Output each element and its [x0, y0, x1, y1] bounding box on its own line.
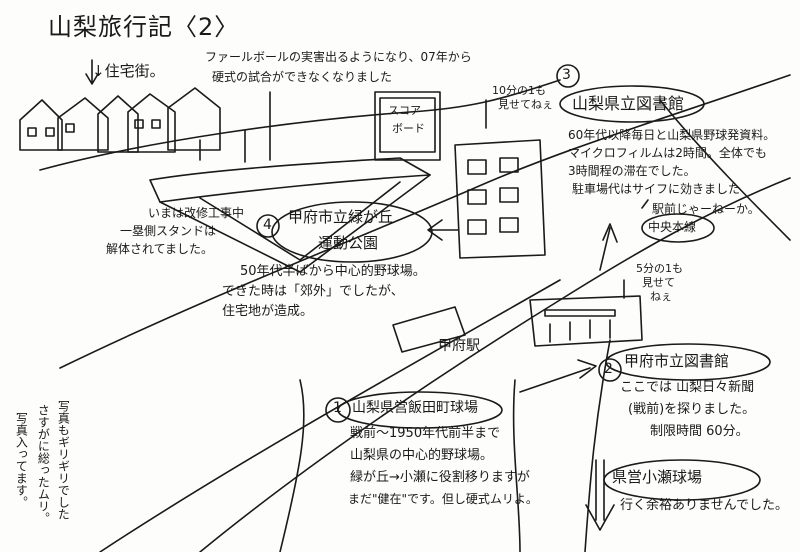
arrow-to-ryokugaoka [427, 219, 459, 241]
place-3-photo-note-1: 10分の1も [492, 84, 546, 97]
road-rail-edge [99, 279, 561, 552]
house-4 [127, 93, 176, 153]
page-title: 山梨旅行記〈2〉 [48, 13, 240, 41]
scoreboard-label-2: ボード [392, 122, 425, 135]
house-1 [19, 99, 63, 151]
stadium-stands [149, 157, 431, 203]
circle-4 [256, 214, 280, 238]
house-3 [97, 95, 139, 153]
stadium-field-lines [159, 174, 431, 273]
foul-note-line-2: 硬式の試合ができなくなりました [212, 70, 393, 84]
place-4-side-note-3: 解体されてました。 [106, 242, 214, 256]
place-2-line-1: ここでは 山梨日々新聞 [620, 380, 755, 395]
arrow-to-city-library [519, 359, 597, 393]
place-4-side-note-2: 一塁側スタンドは [120, 224, 217, 238]
place-3-station-note: 駅前じゃーねーか。 [652, 202, 760, 216]
road-left-lower [39, 79, 561, 171]
scoreboard [374, 91, 441, 161]
scoreboard-label-1: スコア [388, 104, 421, 117]
ellipse-city-library [605, 343, 771, 381]
place-2-line-3: 制限時間 60分。 [650, 424, 749, 439]
place-1-line-2: 山梨県の中心的野球場。 [350, 448, 494, 463]
chuo-line-label: 中央本線 [648, 220, 697, 234]
margin-note-2: さすがに総ったムリ。 [36, 404, 51, 524]
place-3-photo-note-2: 見せてねぇ [498, 98, 553, 111]
margin-note-3: 写真入ってます。 [14, 412, 29, 508]
place-1-name: 山梨県営飯田町球場 [352, 400, 478, 416]
station-building [392, 306, 466, 353]
road-diagonal-rail [199, 177, 791, 552]
place-3-number: 3 [562, 67, 571, 83]
margin-note-1: 写真もギリギリでした [56, 400, 71, 520]
stadium-poles [199, 91, 271, 163]
place-2-photo-note-1: 5分の1も [636, 262, 683, 275]
circle-3 [556, 64, 580, 88]
tower-building [454, 139, 546, 259]
ellipse-prefectural-library [559, 85, 705, 123]
road-main-left [59, 74, 791, 369]
place-kose-name: 県営小瀬球場 [612, 468, 703, 486]
place-2-name: 甲府市立図書館 [624, 352, 730, 370]
place-4-name-1: 甲府市立緑が丘 [288, 208, 394, 226]
place-3-line-1: 60年代以降毎日と山梨県野球発資料。 [568, 128, 776, 142]
ellipse-chuo-line [641, 213, 715, 243]
residential-label: ↓住宅街。 [92, 62, 165, 80]
circle-2 [598, 358, 622, 382]
place-4-number: 4 [263, 217, 272, 233]
city-library-building [529, 295, 643, 347]
foul-note-line-1: ファールボールの実害出るようになり、07年から [205, 50, 472, 64]
ellipse-kose [603, 459, 761, 501]
road-vertical-right [584, 339, 611, 552]
place-2-number: 2 [604, 361, 613, 377]
road-vertical-mid [512, 379, 521, 552]
place-2-line-2: (戦前)を探りました。 [628, 402, 756, 417]
place-3-line-4: 駐車場代はサイフに効きました [572, 182, 741, 196]
arrow-station-note [641, 199, 649, 209]
place-4-name-2: 運動公園 [318, 234, 379, 252]
house-2 [57, 97, 109, 151]
place-3-line-2: マイクロフィルムは2時間。全体でも [568, 146, 767, 160]
road-vertical-left [279, 379, 305, 552]
circle-1 [325, 397, 351, 423]
arrow-to-prefectural-library [599, 223, 618, 271]
place-1-line-3: 緑が丘→小瀬に役割移りますが [350, 470, 530, 485]
ellipse-iida [337, 391, 503, 429]
place-kose-line-1: 行く余裕ありませんでした。 [620, 498, 788, 513]
place-4-line-1: 50年代半ばから中心的野球場。 [240, 264, 426, 279]
place-1-number: 1 [333, 400, 342, 416]
arrow-to-kose [585, 459, 615, 531]
station-name: 甲府駅 [438, 338, 480, 354]
place-3-name: 山梨県立図書館 [572, 94, 685, 113]
place-4-side-note-1: いまは改修工事中 [148, 206, 245, 220]
place-1-line-1: 戦前～1950年代前半まで [350, 426, 501, 441]
place-2-photo-note-3: ねぇ [650, 290, 672, 303]
place-1-line-4: まだ"健在"です。但し硬式ムリよ。 [348, 492, 538, 506]
place-4-line-2: できた時は「郊外」でしたが、 [222, 284, 404, 299]
place-2-photo-note-2: 見せて [642, 276, 675, 289]
arrow-residential [85, 59, 99, 85]
place-3-line-3: 3時間程の滞在でした。 [568, 164, 696, 178]
place-4-line-3: 住宅地が造成。 [222, 304, 314, 319]
house-5 [167, 87, 221, 151]
ellipse-ryokugaoka [271, 201, 433, 263]
